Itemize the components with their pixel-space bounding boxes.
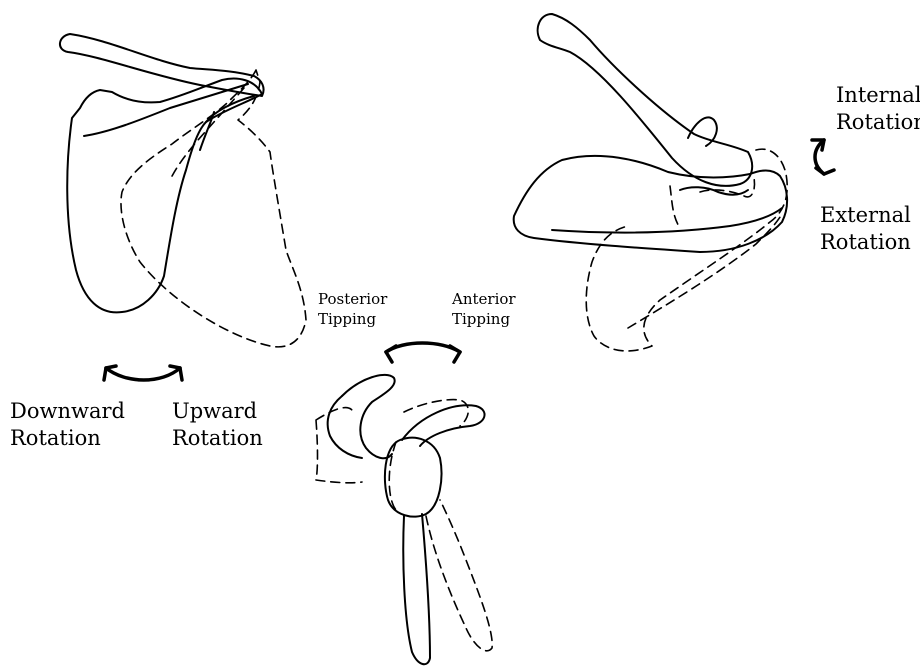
scapula-dashed-3 [316, 408, 362, 483]
scapula-dashed-3c [426, 500, 492, 651]
acromion-3 [342, 375, 395, 458]
internal-external-arrow [812, 140, 834, 174]
rotation-view-figure [60, 34, 306, 347]
scapular-spine-2 [552, 208, 782, 233]
scapular-blade-3 [403, 514, 430, 664]
scapula-solid-1 [67, 79, 262, 313]
tipping-arrow [386, 343, 460, 362]
acromion-3-inner [328, 396, 362, 458]
scapula-dashed-2c [670, 178, 755, 228]
internal-external-figure [514, 14, 788, 351]
scapula-dashed-2 [586, 149, 787, 351]
clavicle-outline-1 [60, 34, 264, 96]
coracoid-3 [402, 405, 485, 446]
rotation-arrow [104, 366, 182, 380]
scapular-spine-dashed-1 [170, 88, 244, 180]
clavicle-outline-2 [538, 14, 753, 186]
tipping-figure [316, 375, 492, 664]
scapula-solid-2 [514, 156, 787, 252]
